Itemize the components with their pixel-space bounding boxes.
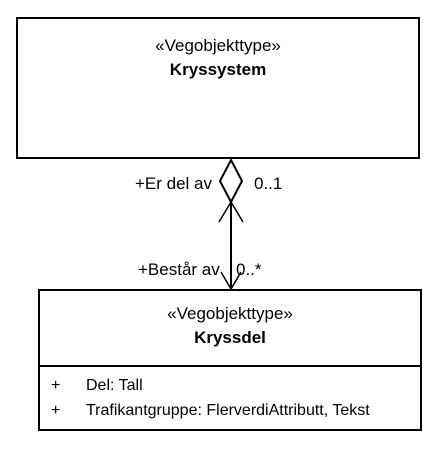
role-label-bottom: +Består av [138,260,220,279]
stereotype-label: «Vegobjekttype» [167,304,293,323]
arrowhead-up-icon [218,200,244,223]
role-label-top: +Er del av [135,174,213,193]
attribute-visibility: + [51,377,61,394]
attribute-compartment: + Del: Tall + Trafikantgruppe: Flerverdi… [40,367,420,423]
class-header: «Vegobjekttype» Kryssdel [40,291,420,367]
class-name: Kryssdel [194,328,266,347]
attribute-row: + Trafikantgruppe: FlerverdiAttributt, T… [40,398,420,423]
attribute-visibility: + [51,402,61,419]
stereotype-label: «Vegobjekttype» [155,36,281,55]
class-header: «Vegobjekttype» Kryssystem [18,19,418,82]
attribute-text: Trafikantgruppe: FlerverdiAttributt, Tek… [86,402,370,419]
aggregation-diamond-icon [218,157,244,205]
attribute-text: Del: Tall [86,377,143,394]
multiplicity-label-top: 0..1 [254,174,283,193]
multiplicity-label-bottom: 0..* [236,260,262,279]
class-kryssdel: «Vegobjekttype» Kryssdel + Del: Tall + T… [38,289,422,431]
class-name: Kryssystem [169,60,267,79]
attribute-row: + Del: Tall [40,373,420,398]
class-kryssystem: «Vegobjekttype» Kryssystem [16,17,420,159]
